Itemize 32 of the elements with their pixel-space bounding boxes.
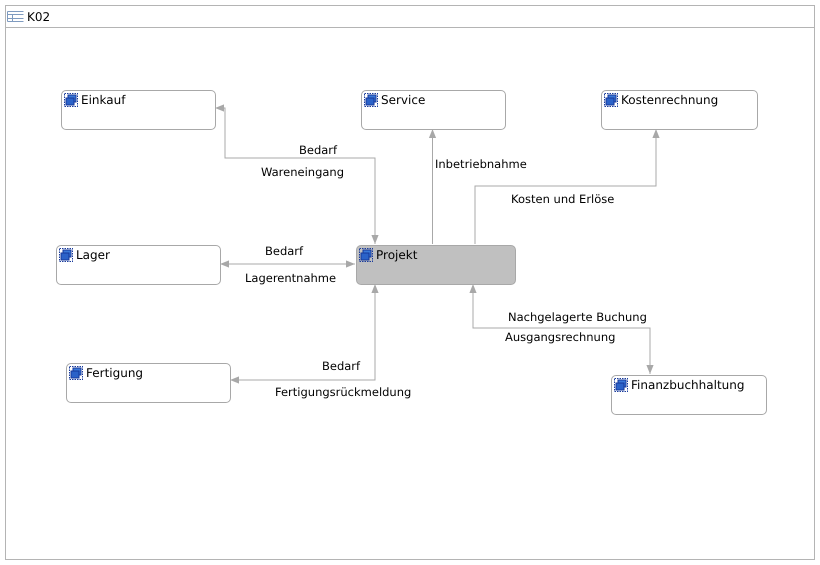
flow-label: Fertigungsrückmeldung (275, 385, 412, 399)
connector-arrow (428, 128, 436, 244)
frame-title: K02 (27, 10, 50, 24)
diagram-frame (5, 5, 815, 560)
edge-label: Bedarf (265, 244, 304, 258)
flow-label: Wareneingang (261, 165, 344, 179)
module-box (61, 90, 216, 130)
module-name: Fertigung (86, 366, 144, 380)
module-name: Einkauf (81, 93, 126, 107)
module-name: Projekt (376, 248, 418, 262)
module-box (601, 90, 758, 130)
flow-label: Lagerentnahme (245, 271, 336, 285)
module-name: Lager (76, 248, 110, 262)
module-box (611, 375, 767, 415)
module-name: Finanzbuchhaltung (631, 378, 744, 392)
edge-label: Bedarf (299, 143, 338, 157)
flow-label: Ausgangsrechnung (505, 330, 616, 344)
edge-label: Nachgelagerte Buchung (508, 310, 647, 324)
module-box (356, 245, 516, 285)
connector-arrow (214, 104, 379, 244)
connector-arrow (474, 128, 660, 244)
module-name: Service (381, 93, 426, 107)
module-name: Kostenrechnung (621, 93, 718, 107)
connector-arrow (220, 260, 356, 268)
edge-label: Bedarf (322, 359, 360, 373)
module-box (66, 363, 231, 403)
connector-arrow (469, 284, 654, 374)
edge-label: Kosten und Erlöse (511, 192, 614, 206)
module-box (56, 245, 221, 285)
edge-label: Inbetriebnahme (435, 157, 527, 171)
connector-arrow (230, 284, 379, 384)
module-box (361, 90, 506, 130)
